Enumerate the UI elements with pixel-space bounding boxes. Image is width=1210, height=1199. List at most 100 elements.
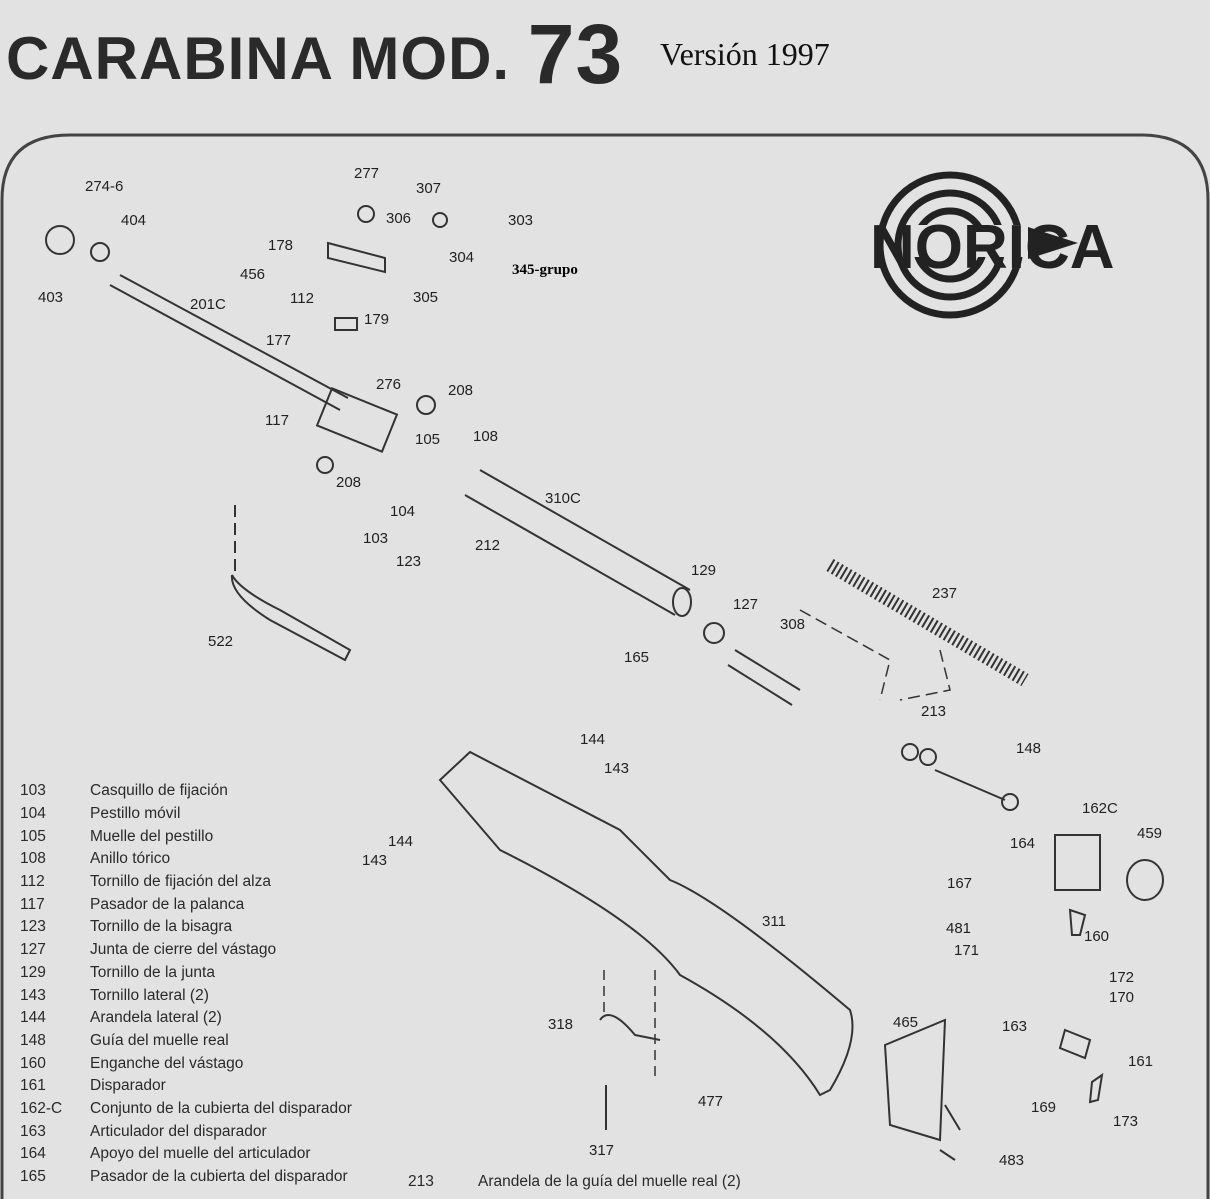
part-description: Tornillo lateral (2) — [90, 986, 209, 1004]
part-description: Junta de cierre del vástago — [90, 941, 277, 959]
callout: 403 — [38, 289, 64, 306]
callout: 105 — [415, 431, 441, 448]
part-description: Pestillo móvil — [90, 805, 181, 823]
frame-border — [0, 133, 1210, 1199]
callout: 103 — [363, 530, 389, 547]
parts-row: 144 Arandela lateral (2) — [20, 1007, 352, 1030]
callout: 307 — [416, 180, 442, 197]
part-number: 148 — [20, 1031, 46, 1049]
buttplate — [883, 1018, 947, 1142]
callout: 170 — [1109, 989, 1135, 1006]
callout: 481 — [946, 920, 972, 937]
part-description: Pasador de la palanca — [90, 895, 245, 913]
spring-guide — [934, 769, 1006, 801]
part-number: 127 — [20, 941, 46, 959]
parts-row: 104 Pestillo móvil — [20, 803, 352, 826]
group-callout: 345-grupo — [512, 262, 578, 278]
callout: 144 — [388, 833, 414, 850]
callout: 483 — [999, 1152, 1025, 1169]
trigger-housing — [1054, 834, 1101, 891]
callout: 177 — [266, 332, 292, 349]
callout: 112 — [290, 290, 314, 307]
callout: 148 — [1016, 740, 1042, 757]
part-description: Tornillo de fijación del alza — [90, 873, 271, 891]
part-number: 112 — [20, 873, 45, 891]
callout: 213 — [921, 703, 947, 720]
part-description: Pasador de la cubierta del disparador — [90, 1168, 348, 1186]
parts-row: 164 Apoyo del muelle del articulador — [20, 1143, 352, 1166]
callout: 162C — [1082, 800, 1118, 817]
part-number: 144 — [20, 1009, 46, 1027]
part-description: Guía del muelle real — [90, 1031, 229, 1049]
part-description: Tornillo de la junta — [90, 963, 215, 981]
callout: 277 — [354, 165, 380, 182]
part-number: 108 — [20, 850, 46, 868]
document-title: CARABINA MOD. 73 — [6, 6, 623, 103]
part-number: 160 — [20, 1054, 46, 1072]
part-description: Arandela de la guía del muelle real (2) — [478, 1173, 741, 1190]
end-cap — [1126, 859, 1164, 901]
callout: 317 — [589, 1142, 615, 1159]
callout: 169 — [1031, 1099, 1057, 1116]
parts-row: 112 Tornillo de fijación del alza — [20, 871, 352, 894]
callout: 208 — [448, 382, 474, 399]
callout: 303 — [508, 212, 534, 229]
part-number: 213 — [408, 1173, 434, 1190]
part-number: 117 — [20, 895, 45, 913]
part-number: 123 — [20, 918, 46, 936]
part-number: 163 — [20, 1122, 46, 1140]
callout: 201C — [190, 296, 226, 313]
part-number: 143 — [20, 986, 46, 1004]
callout: 127 — [733, 596, 759, 613]
parts-row: 108 Anillo tórico — [20, 848, 352, 871]
part-description: Disparador — [90, 1077, 166, 1095]
callout: 522 — [208, 633, 234, 650]
norica-logo — [876, 171, 1078, 319]
callout: 304 — [449, 249, 475, 266]
callout: 123 — [396, 553, 422, 570]
callout: 104 — [390, 503, 416, 520]
callout: 274-6 — [85, 178, 124, 195]
parts-row: 163 Articulador del disparador — [20, 1120, 352, 1143]
piston — [727, 649, 801, 706]
callout: 161 — [1128, 1053, 1154, 1070]
muzzle-part — [45, 225, 75, 255]
part-description: Arandela lateral (2) — [90, 1009, 222, 1027]
parts-row-extra: 213 Arandela de la guía del muelle real (… — [408, 1173, 741, 1191]
callout: 143 — [604, 760, 630, 777]
parts-row: 117 Pasador de la palanca — [20, 893, 352, 916]
callout: 308 — [780, 616, 806, 633]
callout: 318 — [548, 1016, 574, 1033]
model-number: 73 — [527, 7, 624, 101]
trigger-guard — [599, 1014, 661, 1041]
callout: 276 — [376, 376, 402, 393]
part-description: Articulador del disparador — [90, 1122, 267, 1140]
callout: 477 — [698, 1093, 724, 1110]
part-description: Muelle del pestillo — [90, 827, 214, 845]
callout: 164 — [1010, 835, 1036, 852]
part-description: Anillo tórico — [90, 850, 171, 868]
rear-sight — [327, 241, 386, 274]
callout: 237 — [932, 585, 958, 602]
callout: 163 — [1002, 1018, 1028, 1035]
callout: 306 — [386, 210, 412, 227]
part-description: Apoyo del muelle del articulador — [90, 1145, 311, 1163]
part-number: 104 — [20, 805, 46, 823]
part-number: 164 — [20, 1145, 46, 1163]
callout: 404 — [121, 212, 147, 229]
callout: 144 — [580, 731, 606, 748]
part-number: 162-C — [20, 1099, 63, 1117]
callout: 178 — [268, 237, 294, 254]
callout: 171 — [954, 942, 980, 959]
stock — [438, 750, 854, 1097]
